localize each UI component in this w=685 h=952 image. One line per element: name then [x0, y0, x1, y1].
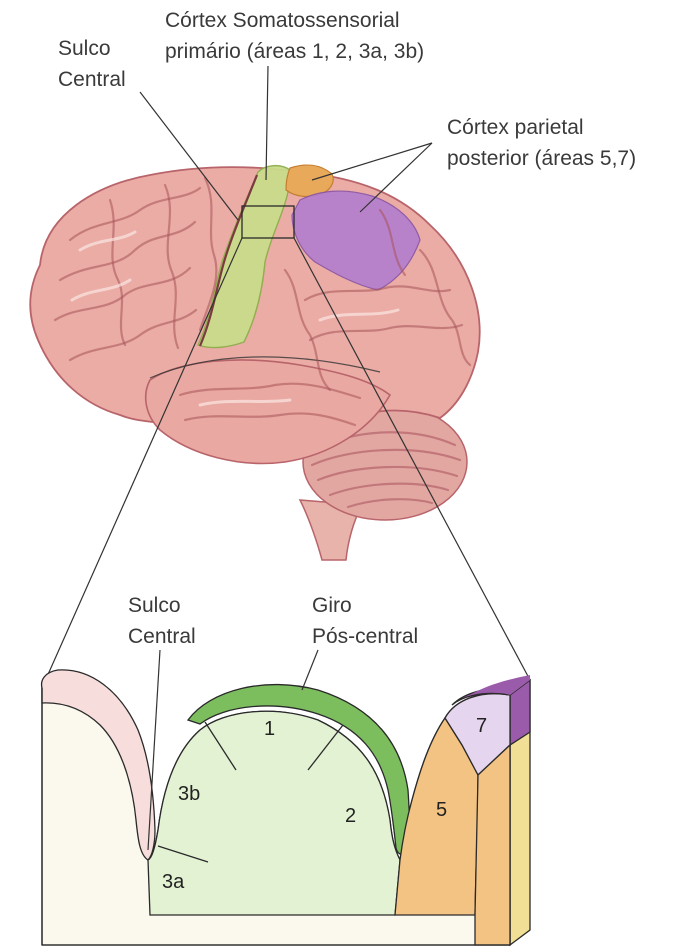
label-giro-line1: Giro [312, 594, 352, 617]
label-cortex-somatosensorial-line1: Córtex Somatossensorial [165, 9, 400, 32]
area-5-side-continuation [475, 745, 510, 945]
label-cortex-somatosensorial-line2: primário (áreas 1, 2, 3a, 3b) [165, 40, 424, 63]
leader-somatosensorial [266, 66, 268, 180]
area-label-3b: 3b [178, 783, 200, 805]
label-giro-line2: Pós-central [312, 625, 418, 648]
label-sulco-central-top-line1: Sulco [58, 37, 111, 60]
leader-parietal-orange [312, 143, 432, 180]
label-sulco-central-bottom-line1: Sulco [128, 594, 181, 617]
brain-illustration [30, 165, 479, 560]
area-label-3a: 3a [162, 871, 185, 893]
label-sulco-central-bottom-line2: Central [128, 625, 196, 648]
label-sulco-central-top-line2: Central [58, 68, 126, 91]
leader-giro-postcentral [302, 650, 318, 690]
area-label-2: 2 [345, 805, 356, 827]
area-label-1: 1 [264, 718, 275, 740]
area-label-5: 5 [436, 799, 447, 821]
postcentral-cortex [148, 711, 400, 915]
label-parietal-line1: Córtex parietal [447, 116, 584, 139]
area-label-7: 7 [476, 715, 487, 737]
cortex-cross-section: 1 2 3b 3a 5 7 [42, 670, 530, 945]
label-parietal-line2: posterior (áreas 5,7) [447, 147, 636, 170]
